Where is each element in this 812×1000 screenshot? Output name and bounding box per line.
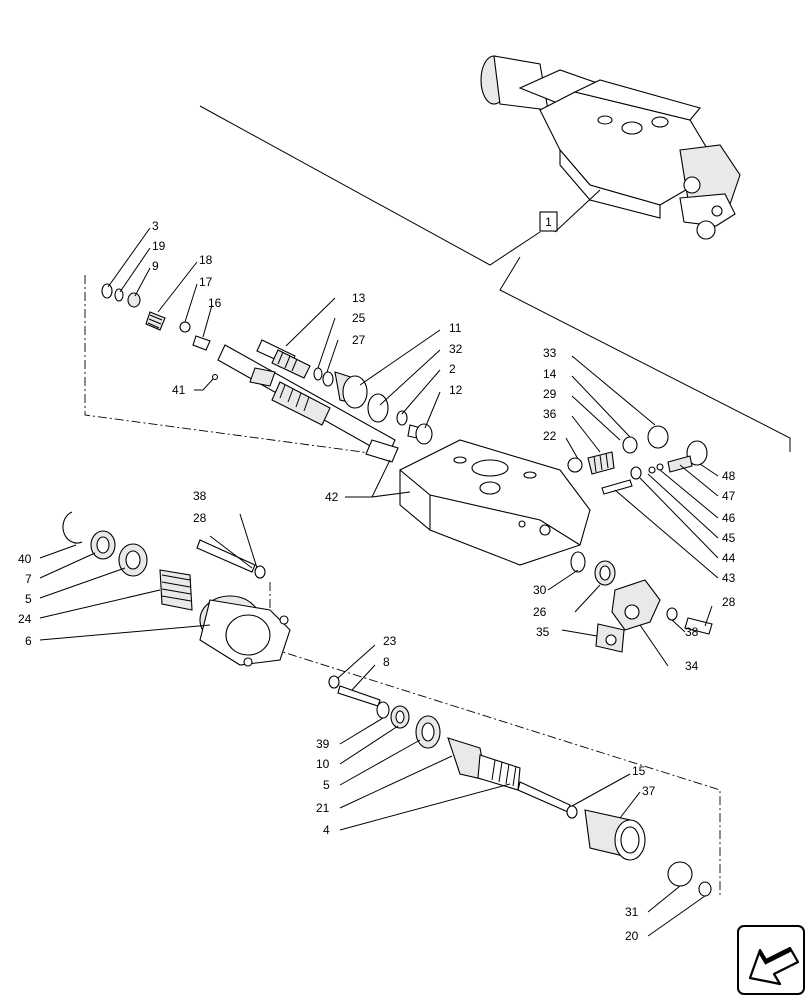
ref-line-right xyxy=(554,189,601,233)
valve-assembly-overview xyxy=(480,55,741,240)
label-8: 8 xyxy=(383,655,390,669)
label-46: 46 xyxy=(722,511,736,525)
label-21: 21 xyxy=(316,801,330,815)
label-41: 41 xyxy=(172,383,186,397)
label-2: 2 xyxy=(449,362,456,376)
ref-box-1 xyxy=(539,211,558,232)
label-44: 44 xyxy=(722,551,736,565)
label-35: 35 xyxy=(536,625,550,639)
label-42: 42 xyxy=(325,490,339,504)
label-34: 34 xyxy=(685,659,699,673)
label-18: 18 xyxy=(199,253,213,267)
label-32: 32 xyxy=(449,342,463,356)
label-33: 33 xyxy=(543,346,557,360)
label-24: 24 xyxy=(18,612,32,626)
leader-lines xyxy=(39,227,719,937)
label-13: 13 xyxy=(352,291,366,305)
label-25: 25 xyxy=(352,311,366,325)
frame-bottom xyxy=(269,582,721,895)
spool-41 xyxy=(211,344,399,463)
ref-line-left xyxy=(199,105,541,266)
label-6: 6 xyxy=(25,634,32,648)
label-15: 15 xyxy=(632,764,646,778)
label-23: 23 xyxy=(383,634,397,648)
label-16: 16 xyxy=(208,296,222,310)
frame-left xyxy=(84,275,386,456)
label-7: 7 xyxy=(25,572,32,586)
label-39: 39 xyxy=(316,737,330,751)
label-4: 4 xyxy=(323,823,330,837)
label-36: 36 xyxy=(543,407,557,421)
right-small-parts xyxy=(567,425,713,653)
label-17: 17 xyxy=(199,275,213,289)
label-47: 47 xyxy=(722,489,736,503)
label-38-lower: 38 xyxy=(685,625,699,639)
cover-assembly xyxy=(62,511,291,667)
label-9: 9 xyxy=(152,259,159,273)
label-29: 29 xyxy=(543,387,557,401)
label-10: 10 xyxy=(316,757,330,771)
label-5-upper: 5 xyxy=(25,592,32,606)
label-5-lower: 5 xyxy=(323,778,330,792)
label-31: 31 xyxy=(625,905,639,919)
label-45: 45 xyxy=(722,531,736,545)
label-14: 14 xyxy=(543,367,557,381)
upper-small-parts xyxy=(101,283,211,351)
arrow-back-icon[interactable] xyxy=(737,925,805,995)
label-27: 27 xyxy=(352,333,366,347)
label-30: 30 xyxy=(533,583,547,597)
label-48: 48 xyxy=(722,469,736,483)
bottom-shaft-assembly xyxy=(328,675,712,897)
ref-box-label: 1 xyxy=(545,215,552,229)
part-labels: 3 19 9 18 17 16 41 13 25 27 11 32 2 12 4… xyxy=(18,219,736,943)
label-20: 20 xyxy=(625,929,639,943)
label-43: 43 xyxy=(722,571,736,585)
label-28-lower: 28 xyxy=(722,595,736,609)
label-28-upper: 28 xyxy=(193,511,207,525)
upper-spool-parts xyxy=(256,339,433,445)
label-26: 26 xyxy=(533,605,547,619)
label-40: 40 xyxy=(18,552,32,566)
label-37: 37 xyxy=(642,784,656,798)
label-12: 12 xyxy=(449,383,463,397)
ref-line-frame xyxy=(499,256,791,452)
label-3: 3 xyxy=(152,219,159,233)
valve-section-42 xyxy=(399,439,591,566)
label-22: 22 xyxy=(543,429,557,443)
label-38-upper: 38 xyxy=(193,489,207,503)
label-11: 11 xyxy=(449,321,462,335)
label-19: 19 xyxy=(152,239,166,253)
